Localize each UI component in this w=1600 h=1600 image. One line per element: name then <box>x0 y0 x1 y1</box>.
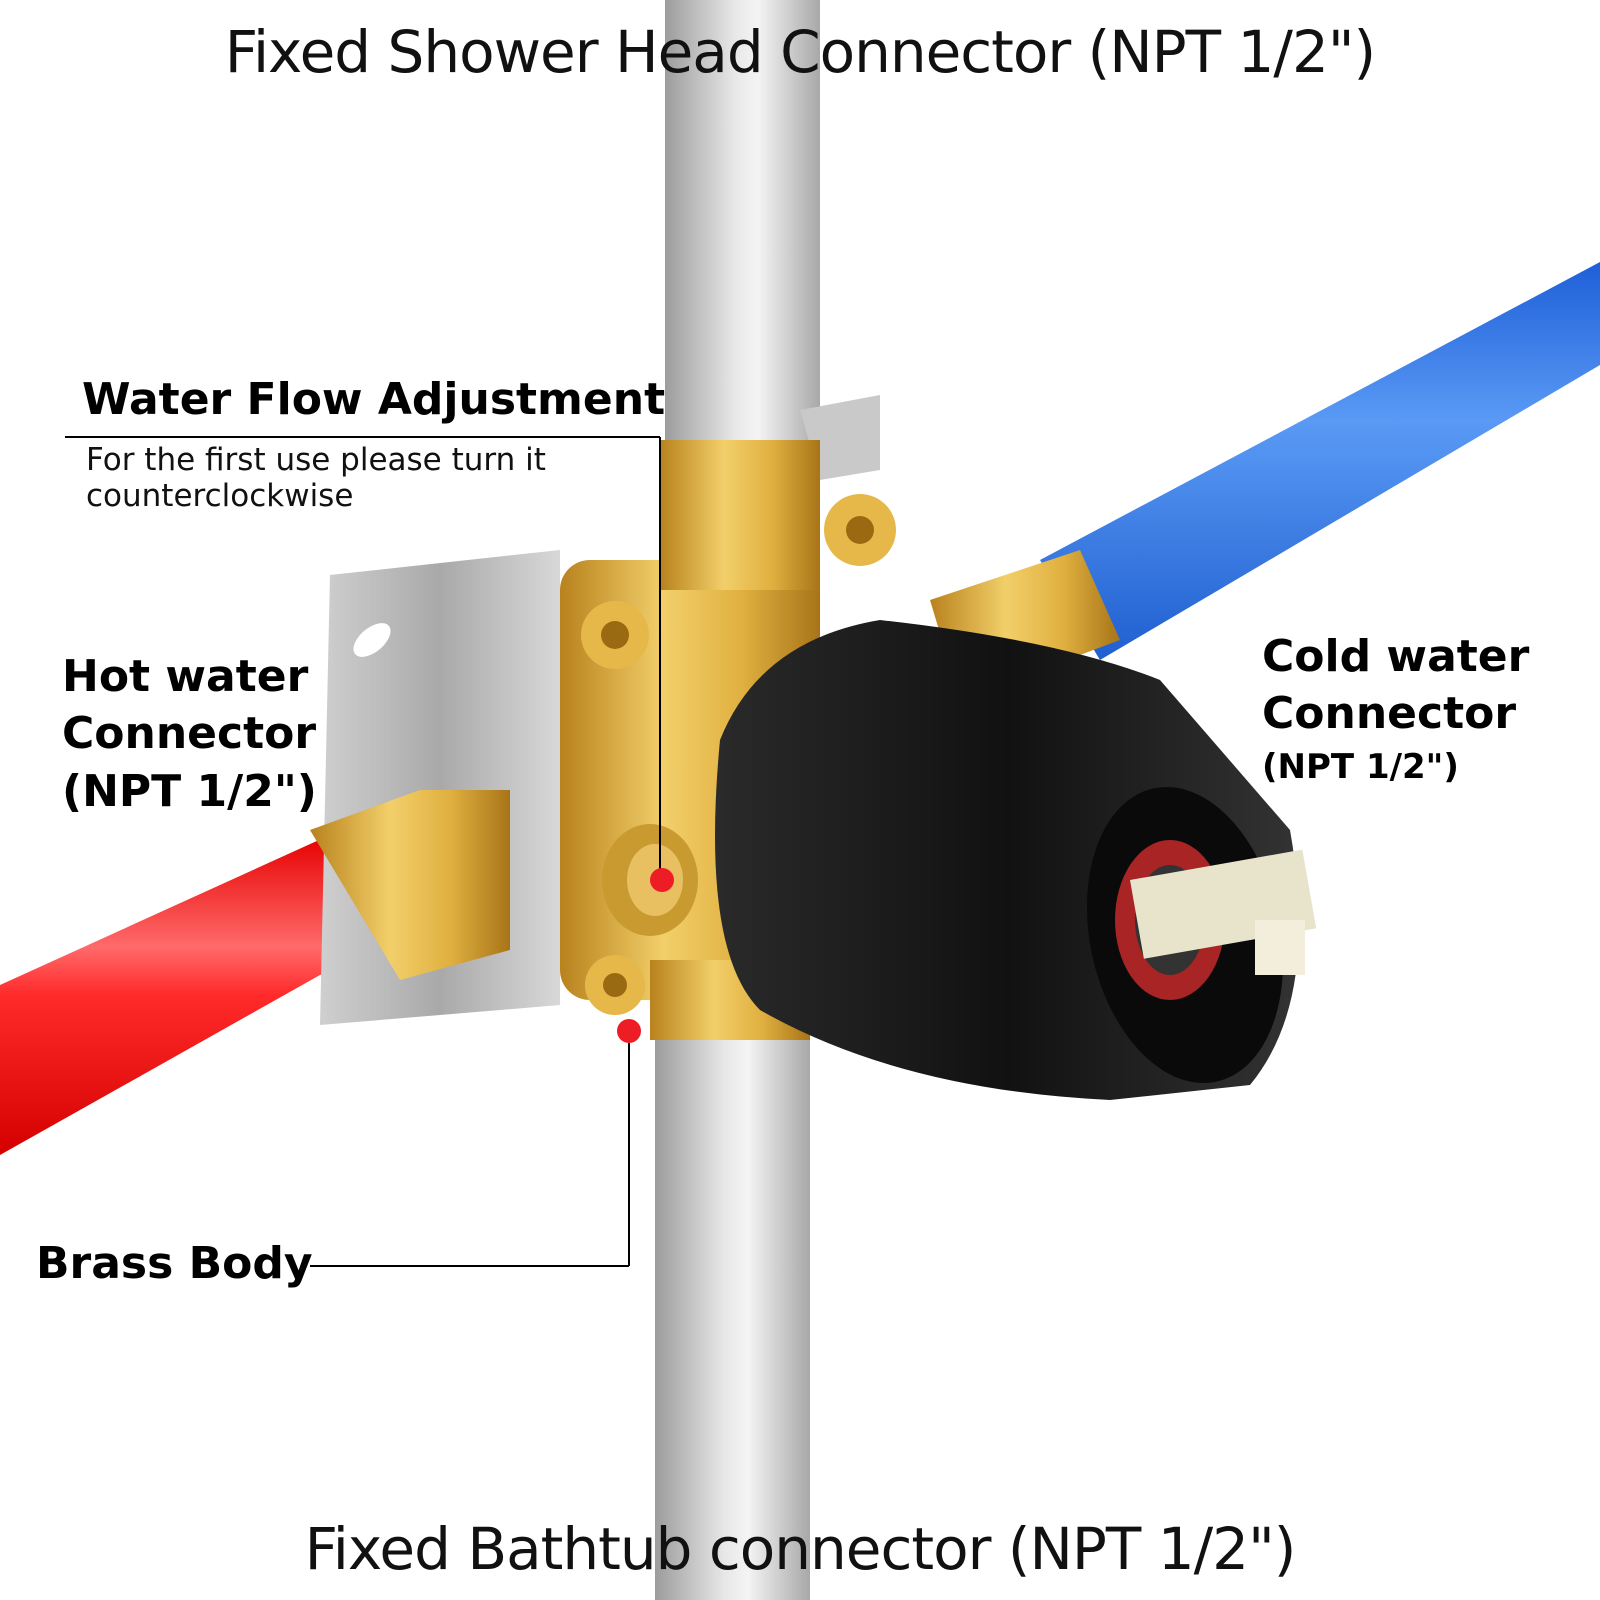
cold-water-line2: Connector <box>1262 688 1517 739</box>
hot-water-pipe <box>0 835 400 1155</box>
brass-body-marker <box>617 1019 641 1043</box>
cold-water-pipe <box>1040 262 1600 660</box>
main-pipe <box>655 0 820 1600</box>
valve-cap <box>715 620 1317 1100</box>
bathtub-connector-title: Fixed Bathtub connector (NPT 1/2") <box>304 1515 1297 1583</box>
brass-body-label: Brass Body <box>36 1238 313 1289</box>
water-flow-heading: Water Flow Adjustment <box>82 374 666 425</box>
hot-water-line3: (NPT 1/2") <box>62 766 317 817</box>
cold-water-line3: (NPT 1/2") <box>1262 747 1459 787</box>
water-flow-note-line1: For the first use please turn it <box>86 442 546 478</box>
water-flow-marker <box>650 868 674 892</box>
hot-water-line1: Hot water <box>62 651 309 702</box>
cold-water-line1: Cold water <box>1262 631 1530 682</box>
hot-water-line2: Connector <box>62 708 317 759</box>
callout-lines <box>65 436 674 1267</box>
shower-head-connector-title: Fixed Shower Head Connector (NPT 1/2") <box>224 18 1376 86</box>
water-flow-note-line2: counterclockwise <box>86 478 354 514</box>
